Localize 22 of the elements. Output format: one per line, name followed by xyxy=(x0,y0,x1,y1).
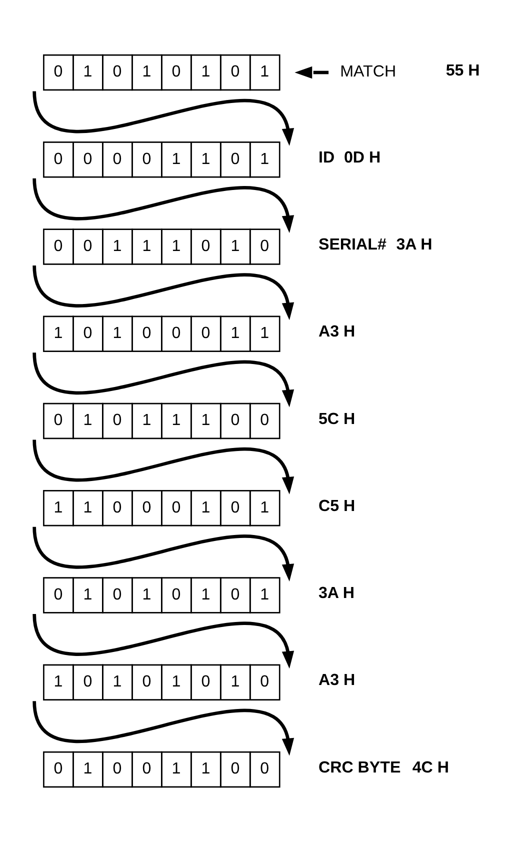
arrow xyxy=(32,439,294,494)
node-text: MATCH xyxy=(340,62,396,81)
node-label: ID xyxy=(318,148,335,166)
node-label: 3A H xyxy=(396,236,432,254)
node-label: 5C H xyxy=(318,410,356,428)
node-label: A3 H xyxy=(318,322,356,341)
node-label: 3A H xyxy=(318,584,355,602)
arrow xyxy=(32,178,294,234)
arrow xyxy=(32,526,294,582)
arrow xyxy=(32,700,294,756)
node-label: SERIAL# xyxy=(318,236,386,254)
node-label: CRC BYTE xyxy=(318,758,401,776)
arrow xyxy=(294,66,329,79)
arrow xyxy=(32,614,294,669)
arrow xyxy=(32,90,294,146)
arrow xyxy=(32,265,294,320)
label: 55 H xyxy=(446,61,480,80)
node-label: C5 H xyxy=(318,496,356,515)
node-label: A3 H xyxy=(318,671,356,690)
node-label: 0D H xyxy=(344,148,381,166)
node-label: 4C H xyxy=(412,758,449,776)
arrow xyxy=(32,352,294,408)
